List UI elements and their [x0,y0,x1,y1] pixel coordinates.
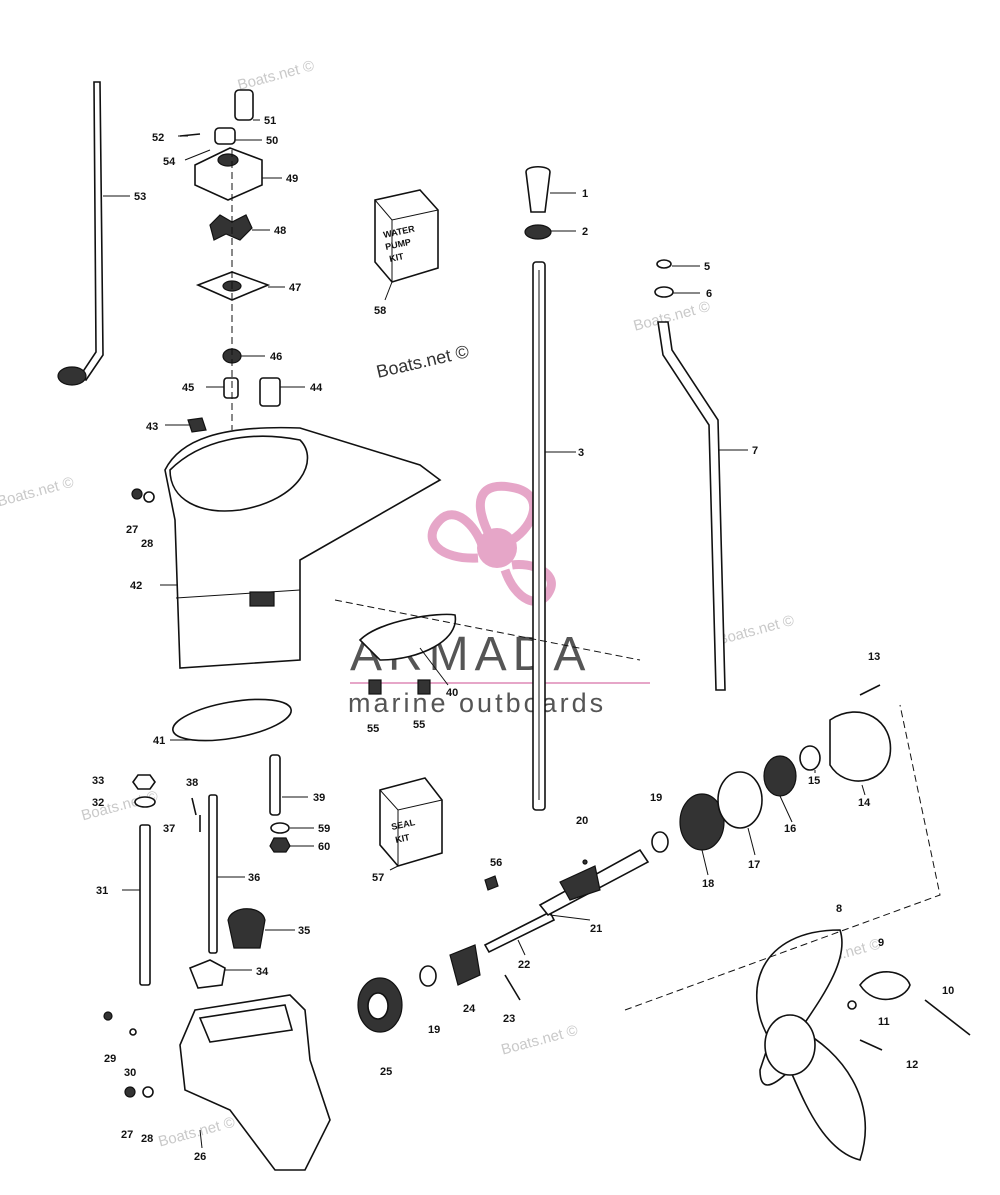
callout-54: 54 [163,156,176,168]
callout-27b: 27 [121,1129,133,1141]
callout-48: 48 [274,225,286,237]
shift-linkage-parts [132,754,291,989]
seal-kit-box: SEAL KIT [379,777,443,867]
callout-9: 9 [878,937,884,949]
callout-34: 34 [256,966,269,978]
propeller-hub-icon [477,528,517,568]
callout-14: 14 [858,797,871,809]
kit-label: KIT [394,832,411,845]
callout-47: 47 [289,282,301,294]
callout-35: 35 [298,925,310,937]
watermark: Boats.net © [632,298,712,335]
watermark-center: Boats.net © [374,341,470,382]
propeller-logo-icon [427,481,556,606]
callout-38: 38 [186,777,198,789]
propeller [624,704,971,1161]
callout-43: 43 [146,421,158,433]
callout-49: 49 [286,173,298,185]
callout-15: 15 [808,775,820,787]
callout-19a: 19 [650,792,662,804]
callout-29: 29 [104,1053,116,1065]
callout-22: 22 [518,959,530,971]
driveshaft-housing [131,426,442,669]
gear-parts [357,684,892,1033]
callout-16: 16 [784,823,796,835]
callout-20: 20 [576,815,588,827]
callout-7: 7 [752,445,758,457]
callout-45: 45 [182,382,194,394]
callout-32: 32 [92,797,104,809]
watermark: Boats.net © [716,612,796,649]
callout-labels: 1 2 3 5 6 7 8 9 10 11 12 13 14 15 16 17 … [92,115,954,1163]
callout-56: 56 [490,857,502,869]
kit-label: SEAL [390,817,416,832]
callout-52: 52 [152,132,164,144]
callout-27a: 27 [126,524,138,536]
callout-39: 39 [313,792,325,804]
callout-13: 13 [868,651,880,663]
callout-57: 57 [372,872,384,884]
callout-37: 37 [163,823,175,835]
callout-28a: 28 [141,538,153,550]
callout-58: 58 [374,305,386,317]
watermark: Boats.net © [553,0,633,4]
callout-36: 36 [248,872,260,884]
callout-8: 8 [836,903,842,915]
callout-26: 26 [194,1151,206,1163]
kit-label: KIT [388,251,405,264]
callout-50: 50 [266,135,278,147]
shift-rod [57,81,104,386]
watermark: Boats.net © [0,474,76,511]
callout-3: 3 [578,447,584,459]
callout-40: 40 [446,687,458,699]
callout-25: 25 [380,1066,392,1078]
callout-30: 30 [124,1067,136,1079]
callout-12: 12 [906,1059,918,1071]
callout-41: 41 [153,735,165,747]
anode [334,599,641,695]
callout-24: 24 [463,1003,476,1015]
leader-lines [103,119,866,1149]
callout-1: 1 [582,188,588,200]
callout-44: 44 [310,382,323,394]
callout-53: 53 [134,191,146,203]
callout-2: 2 [582,226,588,238]
brand-tagline: marine outboards [348,688,606,718]
callout-60: 60 [318,841,330,853]
armada-logo: ARMADA marine outboards [348,481,650,718]
callout-18: 18 [702,878,714,890]
water-pump-assembly [179,89,281,433]
callout-28b: 28 [141,1133,153,1145]
callout-17: 17 [748,859,760,871]
callout-19b: 19 [428,1024,440,1036]
driveshaft [524,165,552,811]
callout-42: 42 [130,580,142,592]
watermark: Boats.net © [157,1114,237,1151]
callout-51: 51 [264,115,276,127]
water-pump-kit-box: WATER PUMP KIT [374,189,439,283]
callout-33: 33 [92,775,104,787]
callout-11: 11 [878,1016,890,1028]
callout-23: 23 [503,1013,515,1025]
watermark: Boats.net © [499,1022,579,1059]
callout-55b: 55 [413,719,425,731]
callout-55a: 55 [367,723,379,735]
callout-46: 46 [270,351,282,363]
watermark: Boats.net © [236,57,316,94]
gasket [172,698,292,742]
gearcase [103,994,331,1171]
callout-31: 31 [96,885,108,897]
callout-21: 21 [590,923,602,935]
callout-10: 10 [942,985,954,997]
callout-6: 6 [706,288,712,300]
water-tube [654,259,726,691]
callout-5: 5 [704,261,710,273]
callout-59: 59 [318,823,330,835]
